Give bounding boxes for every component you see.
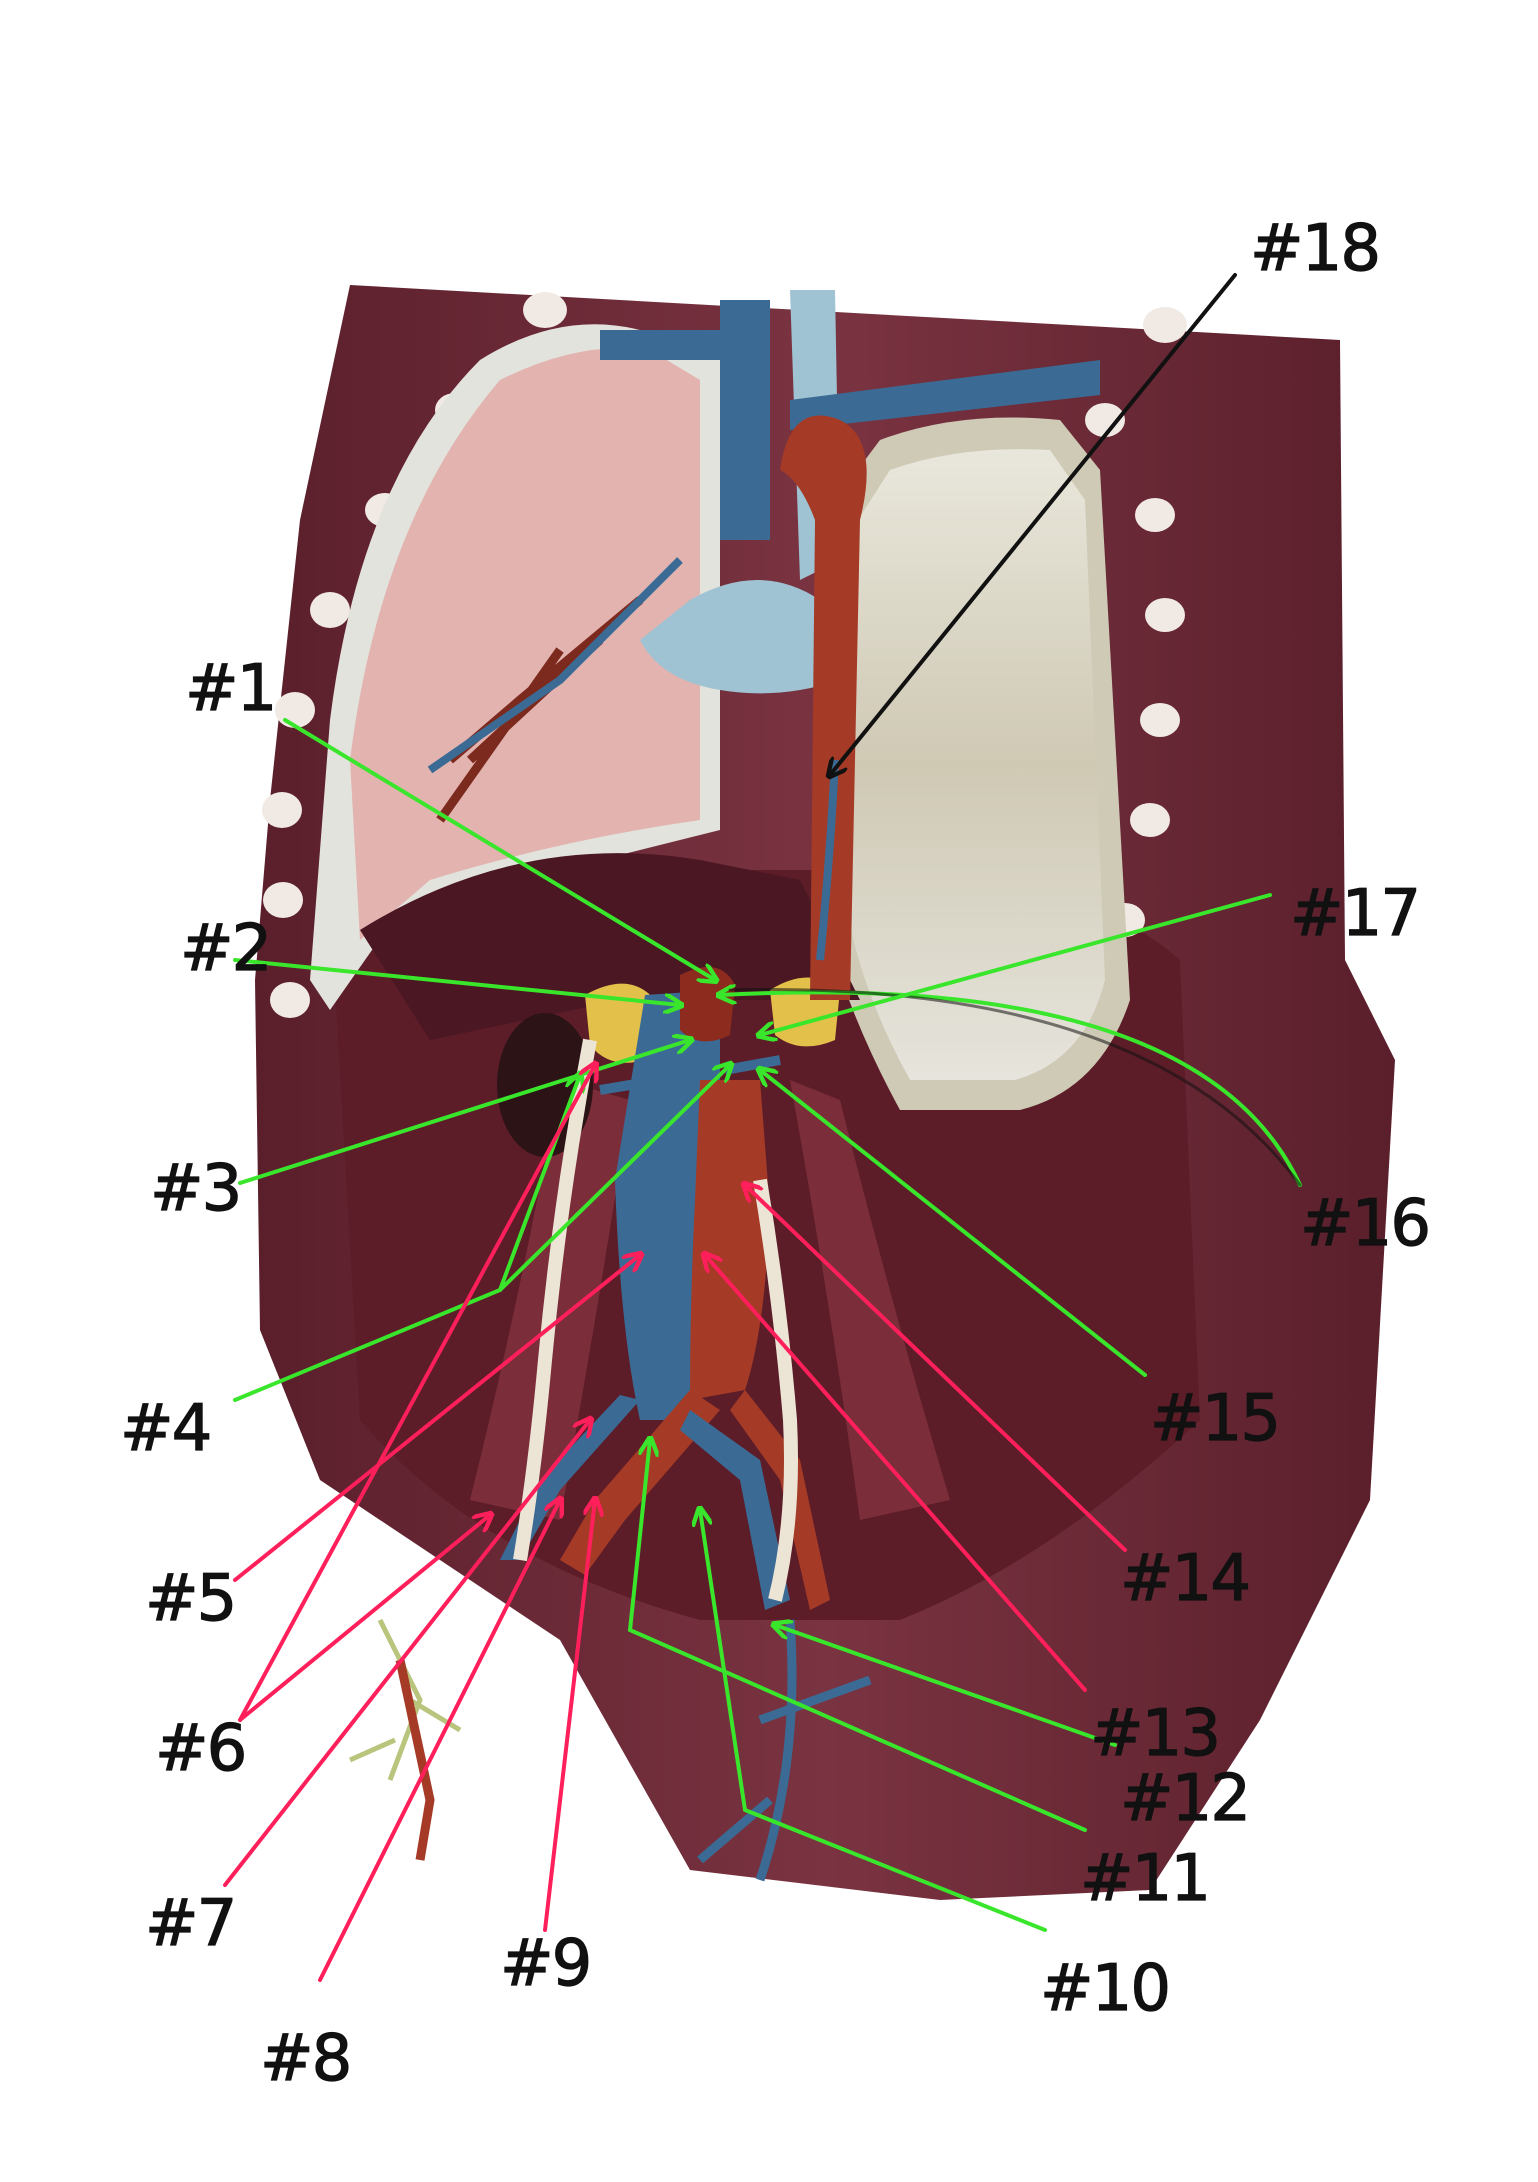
bronchi	[640, 580, 840, 694]
left-pleural-surface	[845, 449, 1105, 1081]
label-12: #12	[1120, 1762, 1249, 1836]
arrow-16-black	[728, 988, 1302, 1187]
label-5: #5	[145, 1562, 235, 1636]
arrow-5	[233, 1255, 640, 1582]
label-16: #16	[1300, 1187, 1429, 1261]
arrow-12	[775, 1625, 1117, 1747]
arrow-17	[760, 893, 1272, 1035]
arrow-10	[700, 1510, 1047, 1932]
label-18: #18	[1250, 212, 1379, 286]
label-14: #14	[1120, 1542, 1249, 1616]
abdominal-aorta	[690, 1080, 770, 1400]
label-17: #17	[1290, 877, 1419, 951]
inguinal-lymph	[348, 1618, 462, 1781]
arrow-8	[318, 1500, 560, 1982]
hemiazygos-vein	[816, 759, 839, 961]
leader-lines	[223, 273, 1302, 1982]
label-10: #10	[1040, 1952, 1169, 2026]
thigh-artery	[395, 1659, 435, 1861]
right-lung	[350, 348, 700, 940]
arrow-9	[543, 1500, 595, 1932]
arrow-13	[705, 1255, 1087, 1692]
ureter-left	[753, 1178, 798, 1602]
arrow-18	[830, 273, 1237, 775]
arrow-3	[238, 1040, 690, 1185]
label-2: #2	[180, 912, 270, 986]
label-3: #3	[150, 1152, 240, 1226]
common-iliac-artery-left	[730, 1390, 830, 1610]
common-iliac-vein-left	[680, 1410, 790, 1610]
arrow-4b	[498, 1065, 730, 1292]
label-4: #4	[120, 1392, 210, 1466]
pulmonary-veins	[427, 557, 683, 774]
common-iliac-artery-right	[560, 1390, 720, 1575]
arrow-7	[223, 1420, 590, 1887]
arrow-11	[627, 1440, 1087, 1832]
common-iliac-vein-right	[500, 1395, 640, 1560]
arrow-6a	[238, 1065, 595, 1722]
number-labels: #1 #2 #3 #4 #5 #6 #7 #8 #9 #10 #11 #12 #…	[119, 211, 1431, 2096]
label-1: #1	[185, 652, 275, 726]
label-9: #9	[500, 1927, 590, 2001]
celiac-trunk-cluster	[680, 967, 735, 1042]
label-11: #11	[1080, 1842, 1209, 1916]
psoas-right	[790, 1080, 950, 1520]
aortic-arch	[780, 415, 867, 1000]
label-15: #15	[1150, 1382, 1279, 1456]
arrow-6b	[238, 1515, 490, 1722]
arrow-1	[283, 718, 715, 980]
arrow-2	[233, 958, 680, 1005]
arrow-15	[760, 1070, 1147, 1377]
label-13: #13	[1090, 1697, 1219, 1771]
torso-body	[255, 285, 1395, 1900]
superior-vena-cava	[720, 300, 770, 540]
arrow-14	[745, 1185, 1127, 1552]
label-6: #6	[155, 1712, 245, 1786]
femoral-vein	[697, 1619, 872, 1882]
label-8: #8	[260, 2022, 350, 2096]
label-7: #7	[145, 1887, 235, 1961]
